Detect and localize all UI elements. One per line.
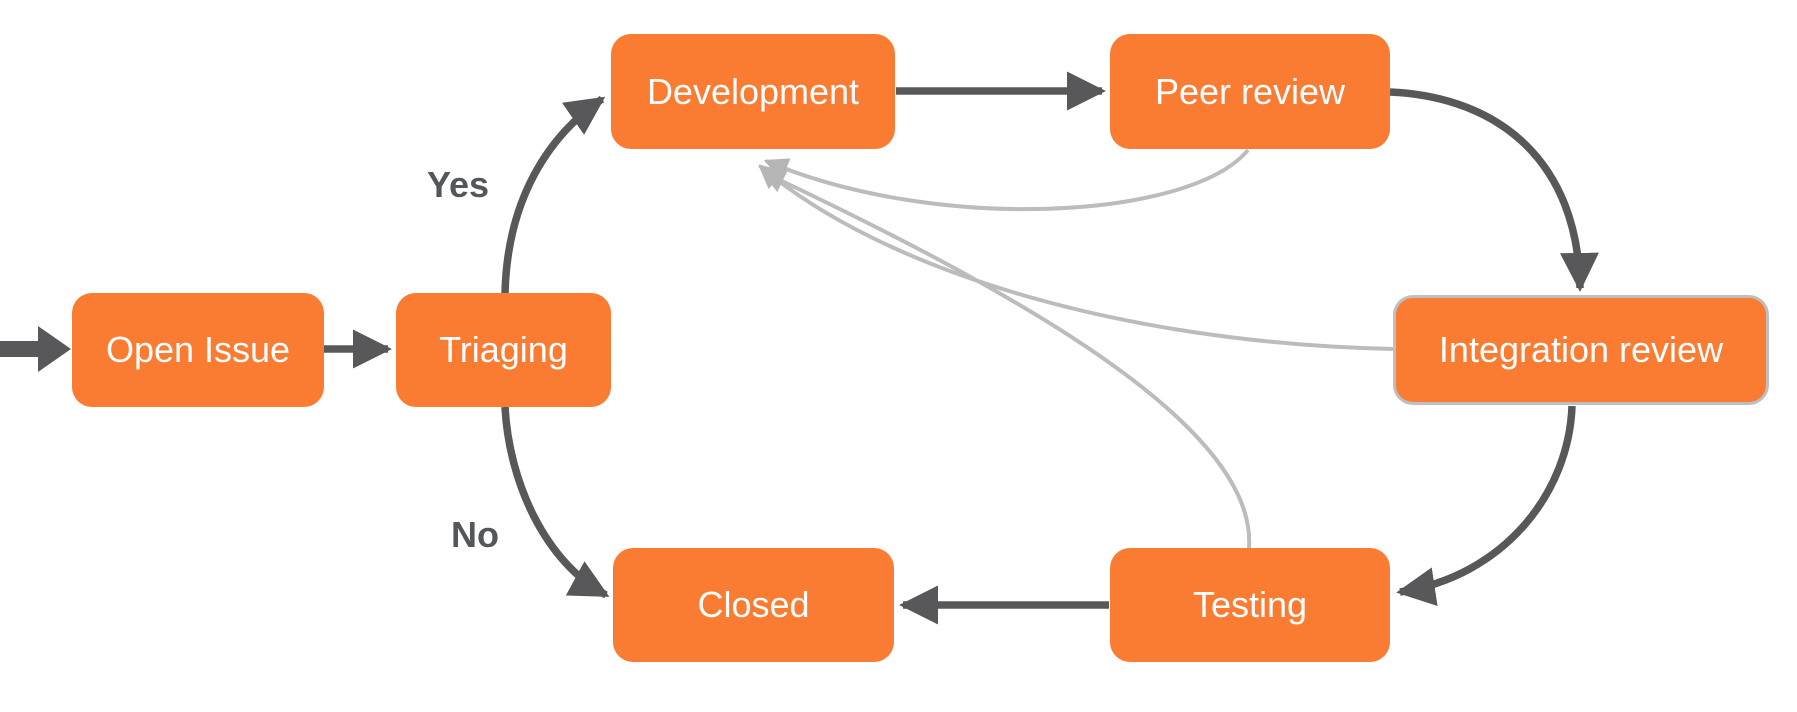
node-triaging[interactable]: Triaging: [396, 293, 611, 407]
edge-peer-review-to-integration-review: [1389, 88, 1599, 292]
edge-peer-review-to-development: [763, 148, 1250, 212]
edge-start-to-open-issue: [0, 326, 71, 372]
node-peer-review[interactable]: Peer review: [1110, 34, 1390, 149]
node-development[interactable]: Development: [611, 34, 895, 149]
edge-label-no: No: [451, 514, 499, 555]
node-closed[interactable]: Closed: [613, 548, 894, 662]
edge-triaging-to-closed-no: [501, 406, 610, 599]
edge-integration-review-to-testing: [1396, 405, 1576, 606]
edge-integration-review-to-development: [758, 164, 1394, 351]
node-integration-review[interactable]: Integration review: [1393, 295, 1769, 405]
edge-triaging-to-development-yes: [501, 95, 606, 295]
node-open-issue[interactable]: Open Issue: [72, 293, 324, 407]
node-testing[interactable]: Testing: [1110, 548, 1390, 662]
edge-testing-to-development: [760, 170, 1252, 549]
edge-label-yes: Yes: [426, 164, 490, 205]
